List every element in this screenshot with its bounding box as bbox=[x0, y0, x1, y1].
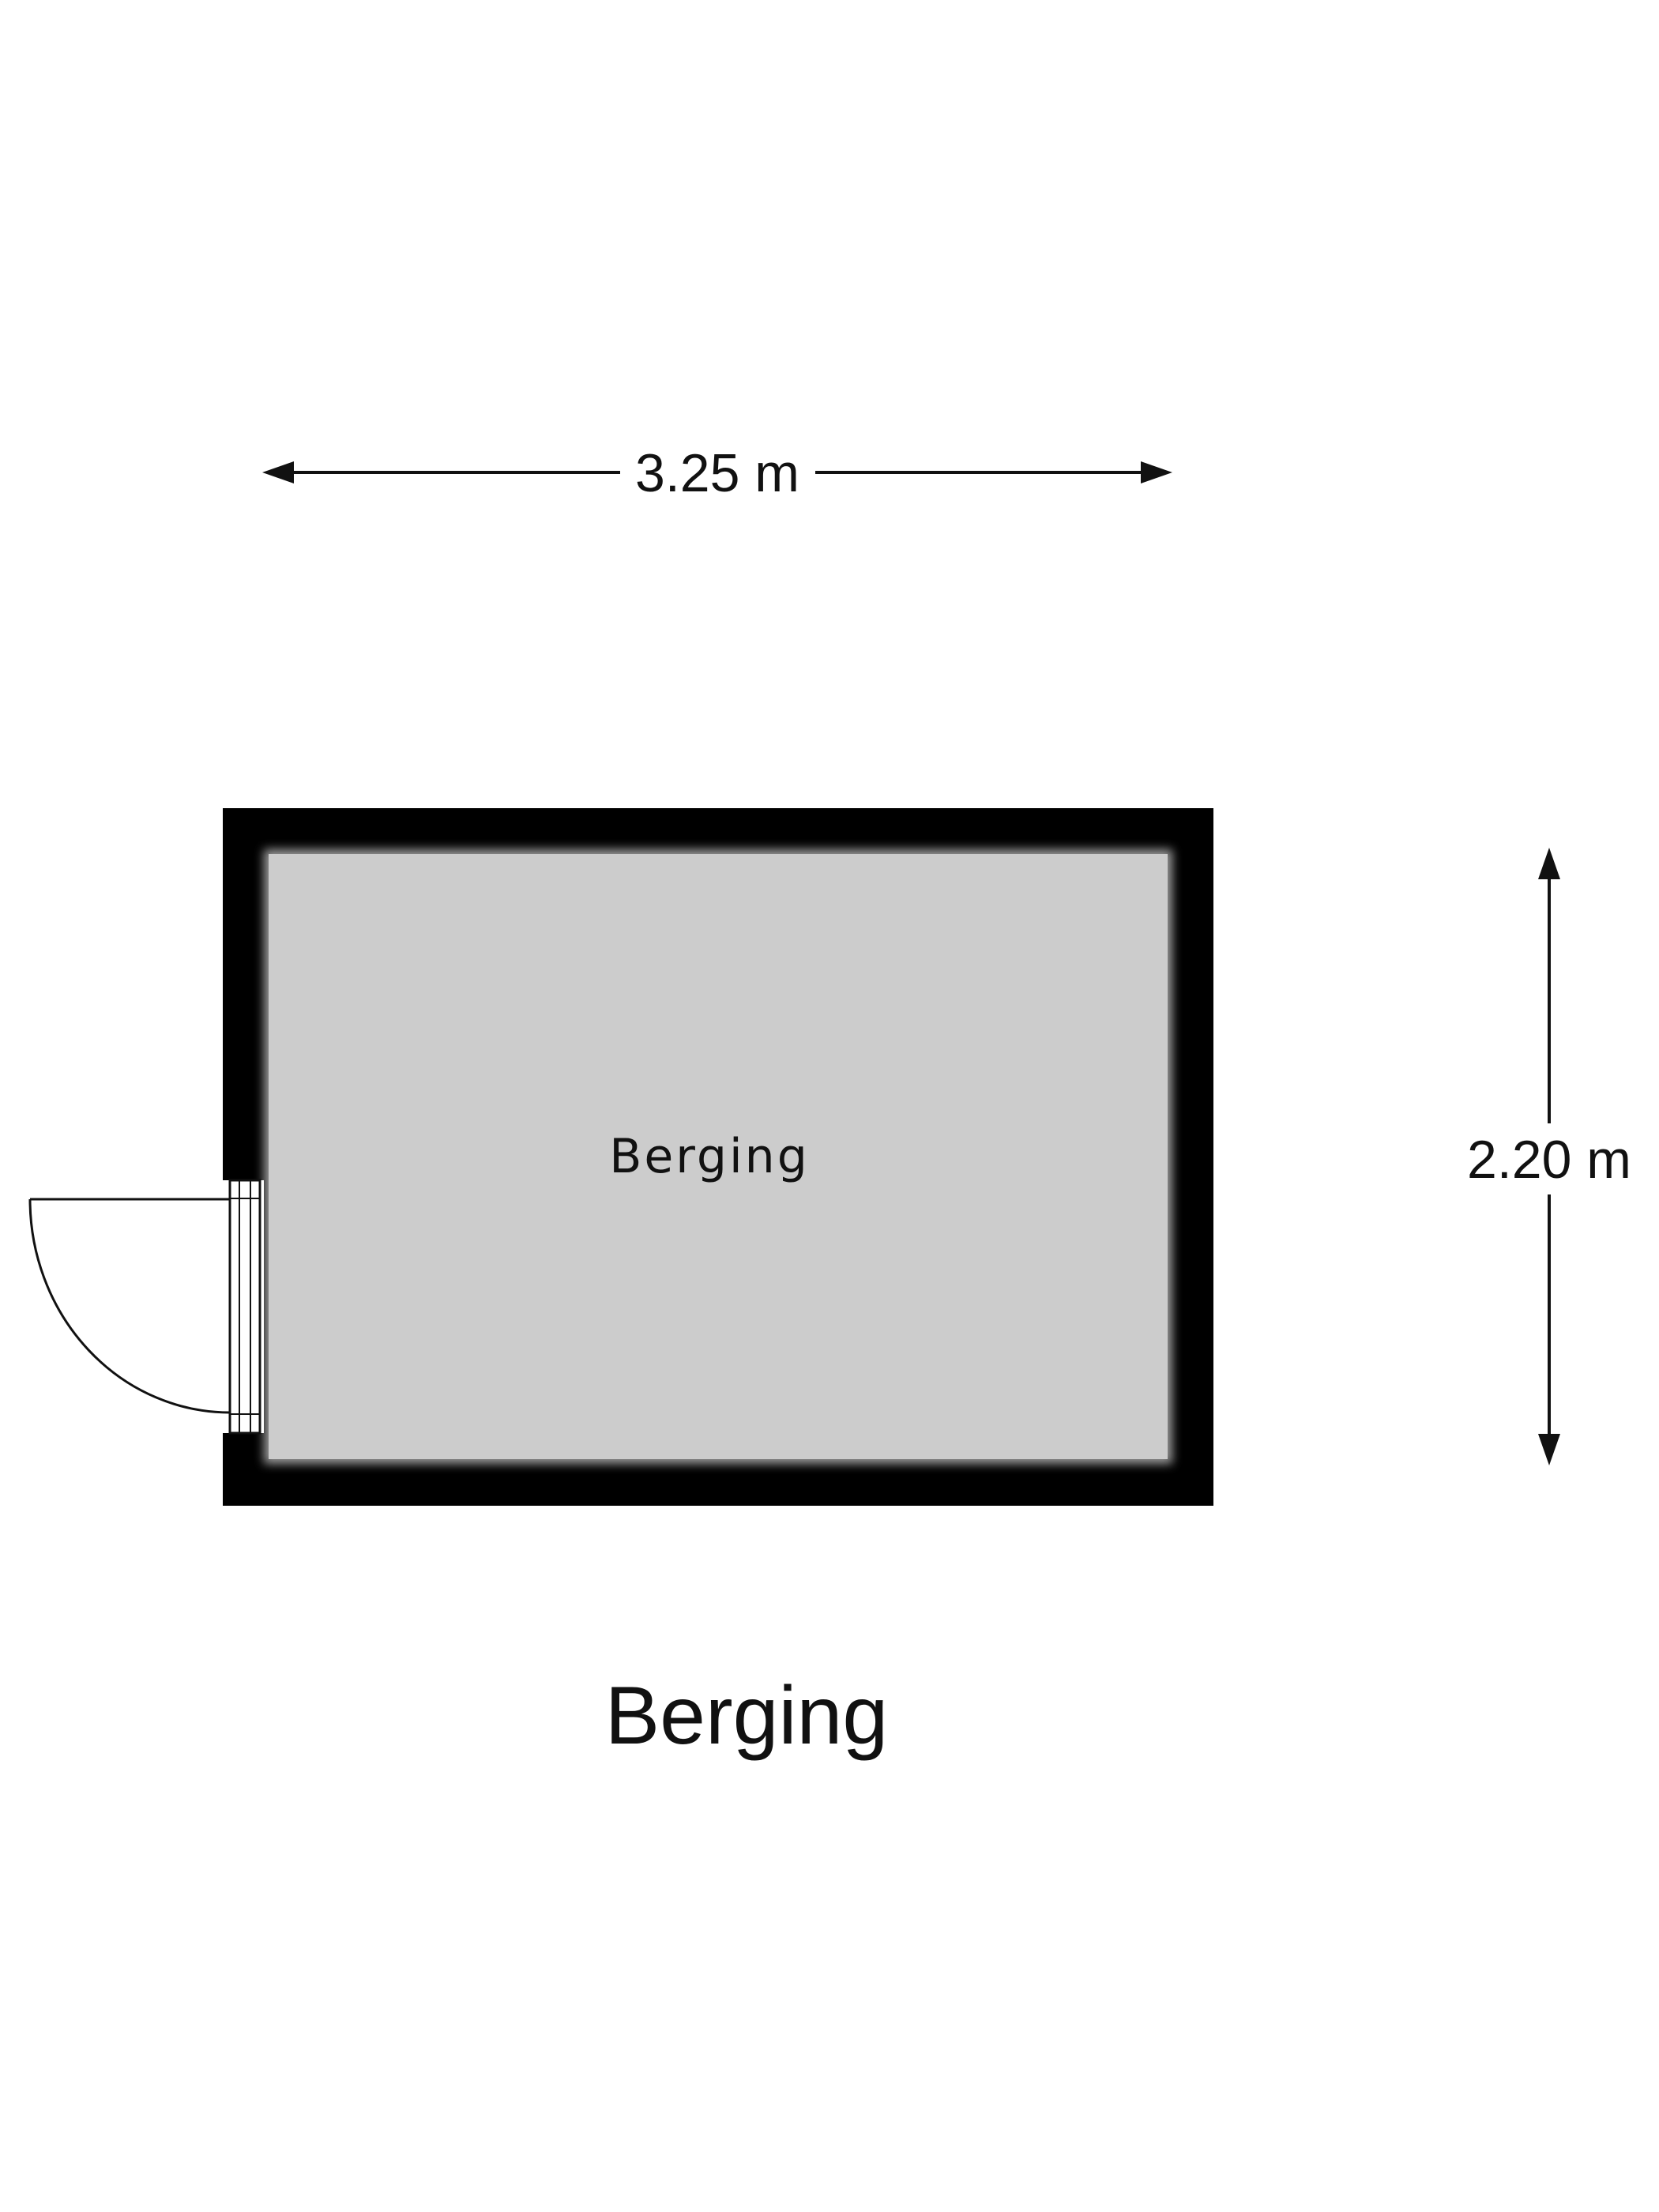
arrow-down-icon bbox=[1538, 1434, 1560, 1465]
door-swing-arc bbox=[28, 1198, 231, 1414]
arrow-right-icon bbox=[1141, 461, 1172, 483]
arrow-up-icon bbox=[1538, 848, 1560, 879]
arrow-left-icon bbox=[262, 461, 294, 483]
floor-area bbox=[269, 854, 1168, 1459]
height-dimension: 2.20 m bbox=[1467, 848, 1631, 1465]
width-dimension: 3.25 m bbox=[262, 443, 1172, 503]
height-dimension-label: 2.20 m bbox=[1467, 1130, 1631, 1190]
door-frame bbox=[228, 1179, 261, 1435]
width-dimension-label: 3.25 m bbox=[635, 443, 799, 503]
room-berging: Berging bbox=[28, 808, 1213, 1506]
room-label: Berging bbox=[609, 1129, 810, 1184]
floorplan-title: Berging bbox=[605, 1670, 888, 1762]
